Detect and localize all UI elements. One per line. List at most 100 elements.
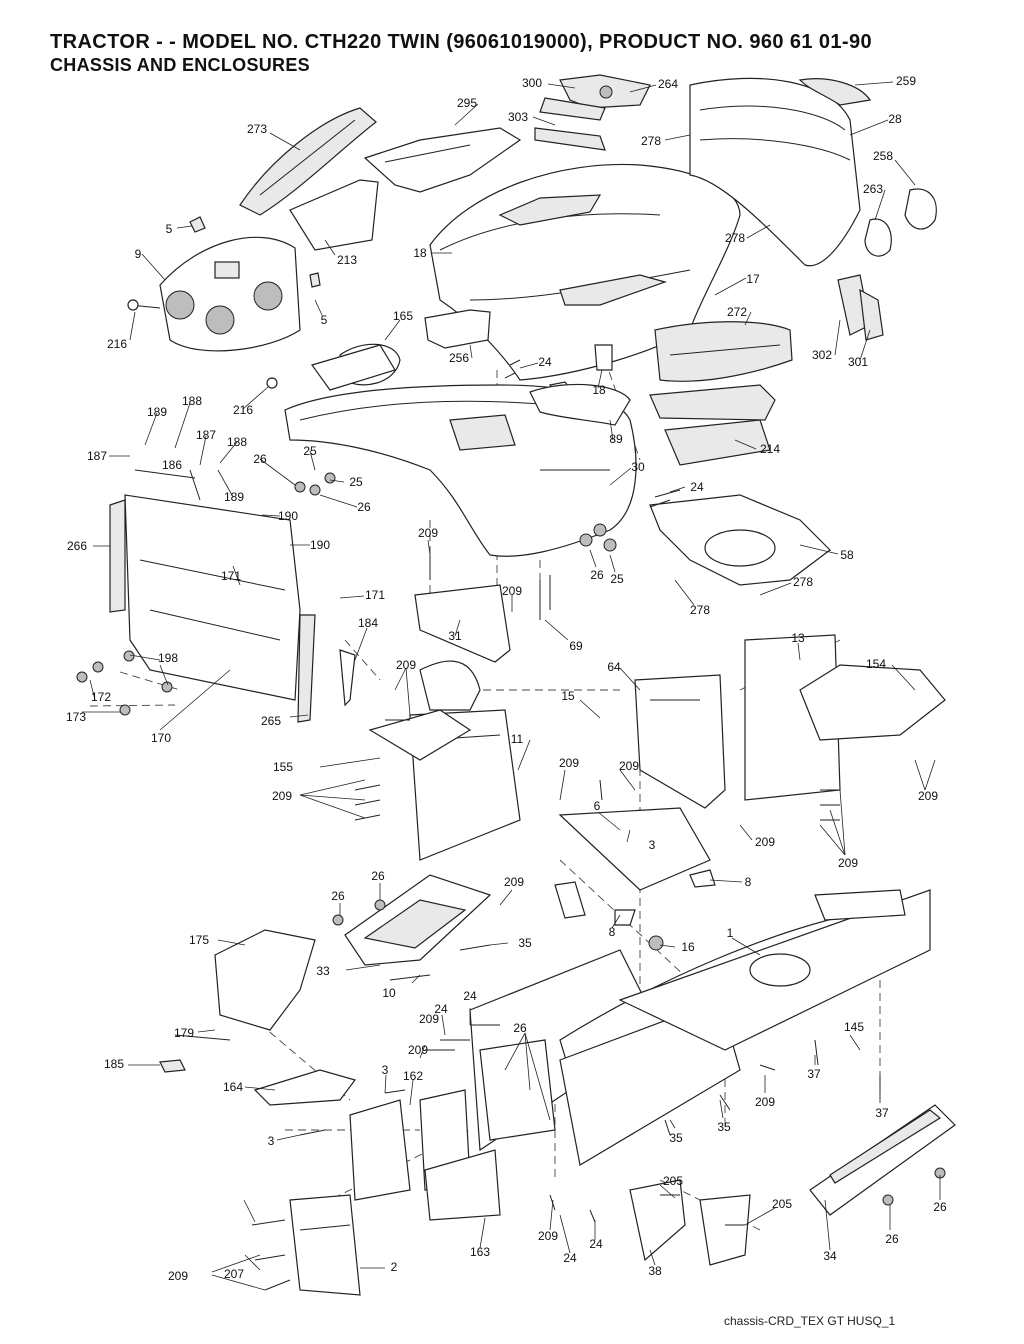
callout-label: 164 <box>223 1080 243 1094</box>
callout-label: 278 <box>690 603 710 617</box>
callout-label: 15 <box>561 689 575 703</box>
callout-label: 209 <box>755 1095 775 1109</box>
callout-label: 5 <box>321 313 328 327</box>
callout-label: 8 <box>609 925 616 939</box>
callout-label: 35 <box>717 1120 731 1134</box>
callout-label: 273 <box>247 122 267 136</box>
callout-label: 163 <box>470 1245 490 1259</box>
callout-label: 64 <box>607 660 621 674</box>
callout-label: 26 <box>513 1021 527 1035</box>
callout-label: 25 <box>349 475 363 489</box>
callout-label: 187 <box>196 428 216 442</box>
callout-label: 26 <box>933 1200 947 1214</box>
callout-label: 24 <box>463 989 477 1003</box>
callout-label: 265 <box>261 714 281 728</box>
callout-label: 179 <box>174 1026 194 1040</box>
callout-label: 185 <box>104 1057 124 1071</box>
callout-label: 259 <box>896 74 916 88</box>
callout-label: 302 <box>812 348 832 362</box>
callout-label: 263 <box>863 182 883 196</box>
callout-label: 188 <box>182 394 202 408</box>
frame-and-mounting-plates <box>159 584 956 1296</box>
callout-label: 69 <box>569 639 583 653</box>
callout-label: 154 <box>866 657 886 671</box>
callout-label: 25 <box>303 444 317 458</box>
callout-label: 209 <box>755 835 775 849</box>
callout-label: 300 <box>522 76 542 90</box>
callout-label: 303 <box>508 110 528 124</box>
callout-label: 301 <box>848 355 868 369</box>
callout-label: 209 <box>419 1012 439 1026</box>
callout-label: 26 <box>331 889 345 903</box>
callout-label: 145 <box>844 1020 864 1034</box>
callout-label: 24 <box>434 1002 448 1016</box>
callout-label: 171 <box>221 569 241 583</box>
callout-label: 3 <box>382 1063 389 1077</box>
callout-label: 13 <box>791 631 805 645</box>
callout-label: 35 <box>669 1131 683 1145</box>
grille-parts <box>127 107 379 389</box>
callout-label: 26 <box>371 869 385 883</box>
callout-label: 5 <box>166 222 173 236</box>
callout-label: 173 <box>66 710 86 724</box>
callout-label: 187 <box>87 449 107 463</box>
callout-label: 26 <box>590 568 604 582</box>
callout-label: 37 <box>807 1067 821 1081</box>
callout-label: 162 <box>403 1069 423 1083</box>
callout-label: 189 <box>147 405 167 419</box>
callout-label: 8 <box>745 875 752 889</box>
callout-label: 18 <box>413 246 427 260</box>
callout-label: 34 <box>823 1249 837 1263</box>
callout-label: 3 <box>649 838 656 852</box>
callout-label: 16 <box>681 940 695 954</box>
callout-label: 198 <box>158 651 178 665</box>
hood-assembly <box>363 127 741 401</box>
callout-label: 25 <box>610 572 624 586</box>
callout-label: 209 <box>418 526 438 540</box>
callout-label: 209 <box>504 875 524 889</box>
callout-label: 209 <box>272 789 292 803</box>
callout-label: 209 <box>559 756 579 770</box>
callout-label: 205 <box>772 1197 792 1211</box>
callout-label: 213 <box>337 253 357 267</box>
callout-label: 209 <box>538 1229 558 1243</box>
callout-label: 171 <box>365 588 385 602</box>
callout-label: 11 <box>511 732 524 746</box>
diagram-reference-code: chassis-CRD_TEX GT HUSQ_1 <box>724 1314 896 1328</box>
callout-label: 205 <box>663 1174 683 1188</box>
callout-label: 216 <box>233 403 253 417</box>
callout-label: 165 <box>393 309 413 323</box>
callout-label: 214 <box>760 442 780 456</box>
callout-label: 209 <box>918 789 938 803</box>
callout-label: 209 <box>838 856 858 870</box>
callout-label: 31 <box>448 629 462 643</box>
callout-label: 6 <box>594 799 601 813</box>
callout-label: 17 <box>746 272 760 286</box>
callout-label: 26 <box>885 1232 899 1246</box>
callout-label: 186 <box>162 458 182 472</box>
callout-label: 216 <box>107 337 127 351</box>
callout-label: 28 <box>888 112 902 126</box>
callout-label: 37 <box>875 1106 889 1120</box>
callout-label: 10 <box>382 986 396 1000</box>
callout-label: 278 <box>793 575 813 589</box>
callout-label: 209 <box>396 658 416 672</box>
callout-label: 172 <box>91 690 111 704</box>
callout-label: 184 <box>358 616 378 630</box>
callout-label: 189 <box>224 490 244 504</box>
callout-label: 3 <box>268 1134 275 1148</box>
callout-label: 24 <box>589 1237 603 1251</box>
callout-label: 24 <box>538 355 552 369</box>
callout-label: 33 <box>316 964 330 978</box>
callout-label: 188 <box>227 435 247 449</box>
callout-label: 278 <box>641 134 661 148</box>
callout-label: 26 <box>253 452 267 466</box>
callout-label: 38 <box>648 1264 662 1278</box>
callout-label: 209 <box>502 584 522 598</box>
callout-label: 209 <box>168 1269 188 1283</box>
callout-label: 9 <box>135 247 142 261</box>
callout-label: 2 <box>391 1260 398 1274</box>
leader-lines <box>82 81 941 1291</box>
callout-label: 155 <box>273 760 293 774</box>
callout-label: 170 <box>151 731 171 745</box>
